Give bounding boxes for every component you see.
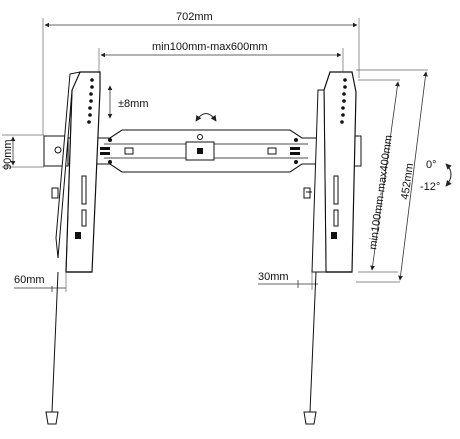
right-vertical-arm <box>51 71 357 273</box>
vesa-vertical-label: min100mm-max400mm <box>367 134 395 250</box>
depth-left-label: 60mm <box>14 274 45 286</box>
vesa-horizontal-label: min100mm-max600mm <box>152 41 268 53</box>
vertical-adjust-dimension: ±8mm <box>107 85 148 119</box>
vesa-horizontal-dimension: min100mm-max600mm <box>98 41 344 76</box>
total-width-dimension: 702mm <box>42 11 360 135</box>
total-height-label: 452mm <box>399 162 416 200</box>
wall-plate-height-label: 90mm <box>2 139 14 170</box>
tilt-arrow-icon <box>445 163 452 187</box>
wall-plate-height-dimension: 90mm <box>2 134 44 170</box>
rotate-arrow-icon <box>195 113 217 122</box>
pull-cord-left <box>45 271 59 425</box>
tilt-min-label: 0° <box>426 159 437 171</box>
vesa-vertical-dimension: min100mm-max400mm <box>358 79 400 273</box>
depth-right-dimension: 30mm <box>258 271 318 290</box>
total-width-label: 702mm <box>176 11 213 23</box>
vertical-adjust-label: ±8mm <box>118 98 148 110</box>
total-height-dimension: 452mm <box>356 69 428 283</box>
tilt-max-label: -12° <box>420 181 440 193</box>
tilt-indicator: 0° -12° <box>420 159 452 193</box>
pull-cord-right <box>303 271 317 425</box>
depth-right-label: 30mm <box>258 271 289 283</box>
left-vertical-arm <box>55 71 101 273</box>
